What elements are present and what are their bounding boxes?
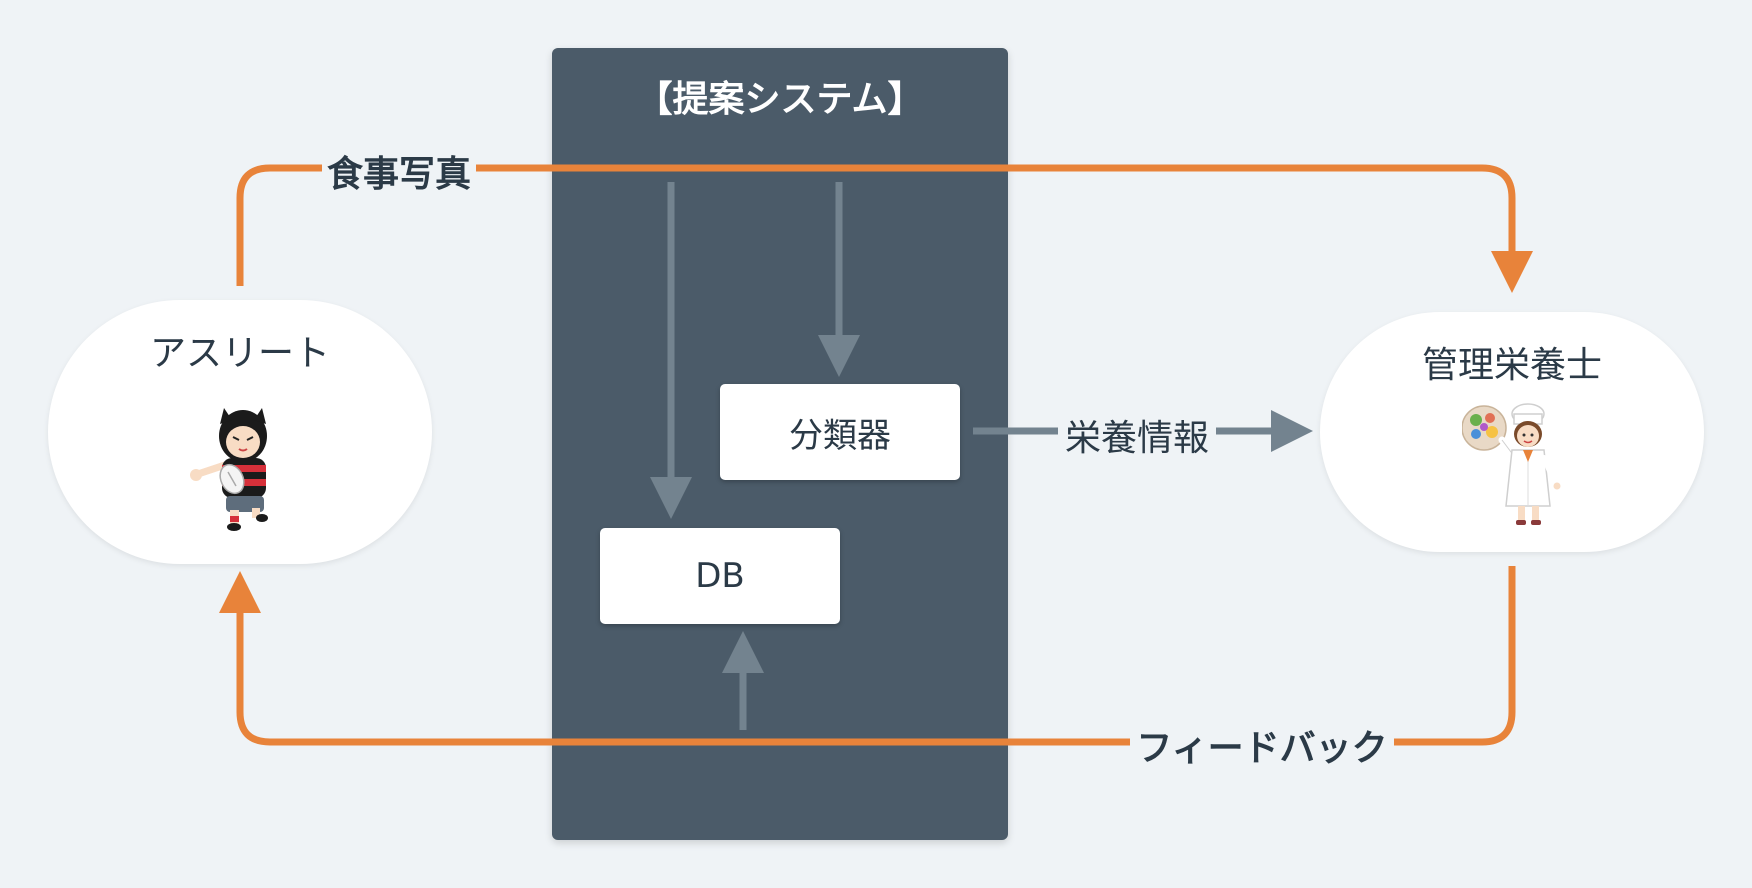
meal-photo-label: 食事写真 — [326, 154, 471, 195]
dietitian-label: 管理栄養士 — [1421, 345, 1602, 386]
db-box: DB — [600, 528, 840, 624]
rugby-player-icon — [190, 408, 268, 531]
feedback-path-left — [219, 571, 1130, 746]
db-label: DB — [695, 556, 745, 596]
athlete-node: アスリート — [48, 300, 432, 564]
feedback-path-right — [1394, 566, 1516, 746]
classifier-box: 分類器 — [720, 384, 960, 480]
nutrition-info-label: 栄養情報 — [1064, 418, 1209, 459]
meal-photo-path-right — [476, 164, 1533, 293]
feedback-label: フィードバック — [1136, 728, 1388, 769]
classifier-label: 分類器 — [789, 415, 891, 456]
dietitian-with-food-plate-icon — [1462, 403, 1561, 525]
meal-photo-path-left — [236, 164, 322, 286]
athlete-label: アスリート — [149, 333, 330, 374]
dietitian-node: 管理栄養士 — [1320, 312, 1704, 552]
system-title: 【提案システム】 — [636, 79, 924, 120]
